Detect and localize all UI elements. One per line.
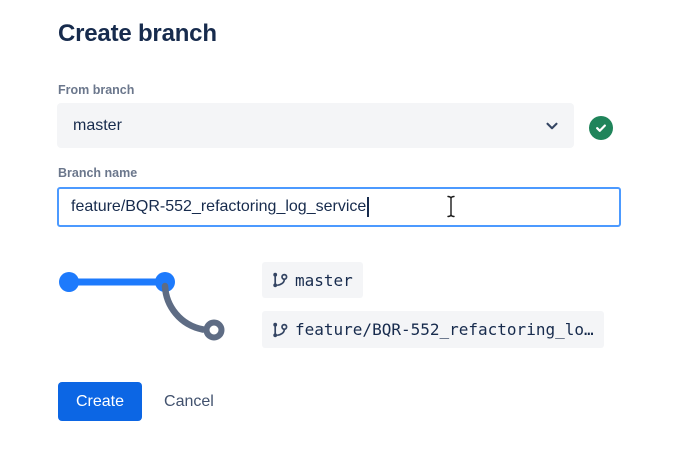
source-branch-chip: master [262,262,363,298]
chevron-down-icon [544,118,560,134]
page-title: Create branch [58,20,217,47]
from-branch-valid-badge [589,116,613,140]
source-branch-name: master [295,270,353,290]
branch-name-label: Branch name [58,166,138,180]
dialog-actions: Create Cancel [58,382,214,421]
git-branch-icon [272,272,288,288]
branch-name-value: feature/BQR-552_refactoring_log_service [71,198,367,215]
branch-diagram [55,256,235,351]
from-branch-label: From branch [58,83,135,97]
text-cursor-icon [445,195,457,218]
text-caret [367,197,369,217]
create-button[interactable]: Create [58,382,143,421]
from-branch-select[interactable]: master [57,103,574,148]
target-branch-chip: feature/BQR-552_refactoring_lo… [262,311,604,348]
from-branch-selected-value: master [73,116,122,134]
check-circle-icon [594,121,608,135]
branch-name-input[interactable]: feature/BQR-552_refactoring_log_service [57,187,621,227]
target-branch-name: feature/BQR-552_refactoring_lo… [295,320,594,339]
git-branch-icon [272,322,288,338]
cancel-button[interactable]: Cancel [164,392,214,410]
